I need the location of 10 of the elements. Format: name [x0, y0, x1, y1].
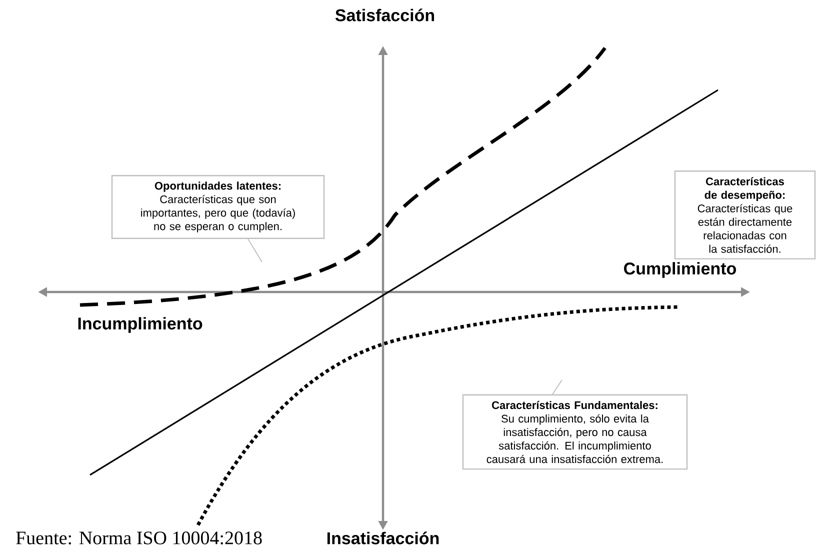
axis-label: Cumplimiento — [624, 262, 736, 278]
callout-box: Características de desempeño: Características que están directamente relacionadas con la satisfacción. — [674, 170, 816, 260]
callout-box: Características Fundamentales: Su cumplimiento, sólo evita la insatisfacción, pero no causa satisfacción. El incumplimiento causará una insatisfacción extrema. — [462, 394, 688, 470]
axis-label: Incumplimiento — [78, 317, 202, 333]
caption: Fuente: Norma ISO 10004:2018 — [16, 532, 262, 544]
axis-label: Insatisfacción — [327, 532, 439, 544]
leader-line — [248, 238, 262, 262]
leader-line — [552, 380, 562, 395]
callout-box: Oportunidades latentes: Características que son importantes, pero que (todavía) no se esperan o cumplen. — [111, 175, 325, 239]
axis-label: Satisfacción — [335, 8, 434, 22]
